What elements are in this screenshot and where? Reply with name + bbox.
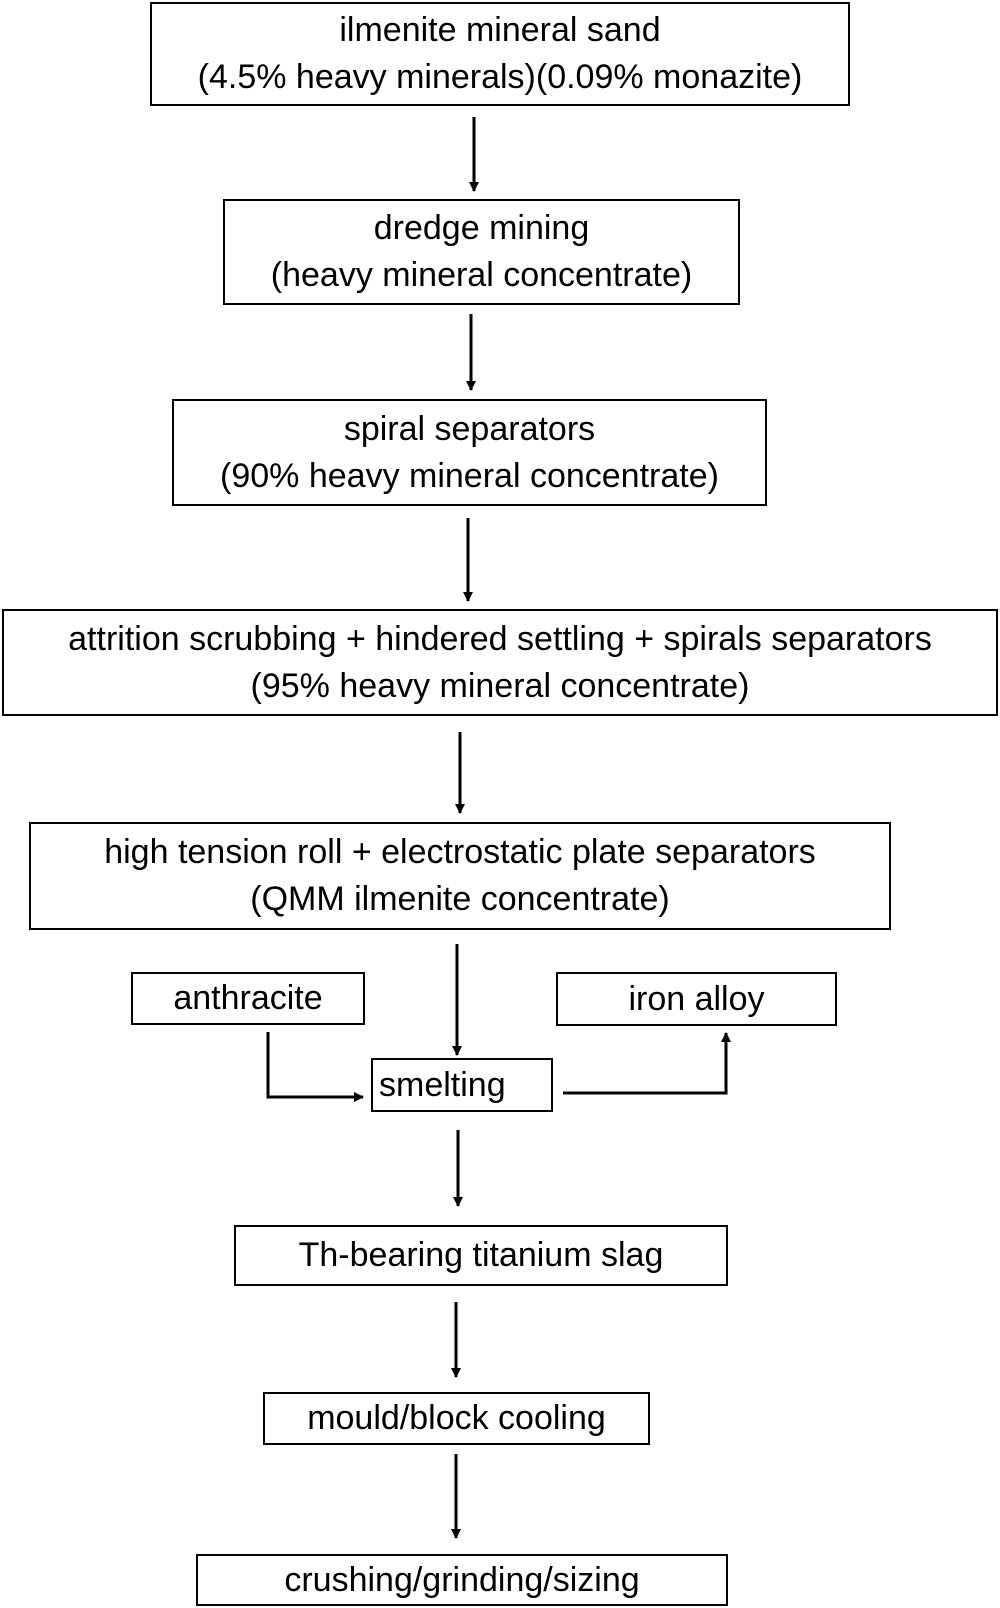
- step-title: Th-bearing titanium slag: [298, 1236, 664, 1274]
- step-detail: (4.5% heavy minerals)(0.09% monazite): [197, 58, 803, 96]
- step-high-tension-roll: high tension roll + electrostatic plate …: [29, 822, 891, 930]
- step-ilmenite-mineral-sand: ilmenite mineral sand (4.5% heavy minera…: [150, 2, 850, 106]
- step-detail: (90% heavy mineral concentrate): [220, 456, 719, 495]
- step-title: dredge mining: [373, 209, 590, 247]
- step-detail: (QMM ilmenite concentrate): [250, 880, 670, 918]
- step-mould-block-cooling: mould/block cooling: [263, 1392, 650, 1445]
- input-label: anthracite: [173, 979, 323, 1017]
- output-label: iron alloy: [628, 979, 765, 1018]
- step-title: high tension roll + electrostatic plate …: [104, 833, 816, 871]
- output-iron-alloy: iron alloy: [556, 972, 837, 1026]
- step-spiral-separators: spiral separators (90% heavy mineral con…: [172, 399, 767, 506]
- step-title: ilmenite mineral sand: [339, 11, 661, 49]
- step-dredge-mining: dredge mining (heavy mineral concentrate…: [223, 199, 740, 305]
- step-attrition-scrubbing: attrition scrubbing + hindered settling …: [2, 609, 998, 716]
- arrow-smelting-to-ironalloy: [563, 1032, 731, 1095]
- step-th-bearing-titanium-slag: Th-bearing titanium slag: [234, 1225, 728, 1286]
- arrow-anthracite-to-smelting: [266, 1032, 364, 1102]
- step-title: mould/block cooling: [307, 1399, 606, 1437]
- step-title: attrition scrubbing + hindered settling …: [68, 619, 932, 658]
- step-title: smelting: [379, 1065, 506, 1104]
- step-crushing-grinding-sizing: crushing/grinding/sizing: [196, 1554, 728, 1606]
- step-detail: (heavy mineral concentrate): [270, 256, 693, 294]
- step-title: crushing/grinding/sizing: [284, 1560, 640, 1599]
- input-anthracite: anthracite: [131, 972, 365, 1025]
- step-title: spiral separators: [343, 409, 596, 448]
- step-detail: (95% heavy mineral concentrate): [250, 666, 750, 705]
- step-smelting: smelting: [371, 1058, 553, 1112]
